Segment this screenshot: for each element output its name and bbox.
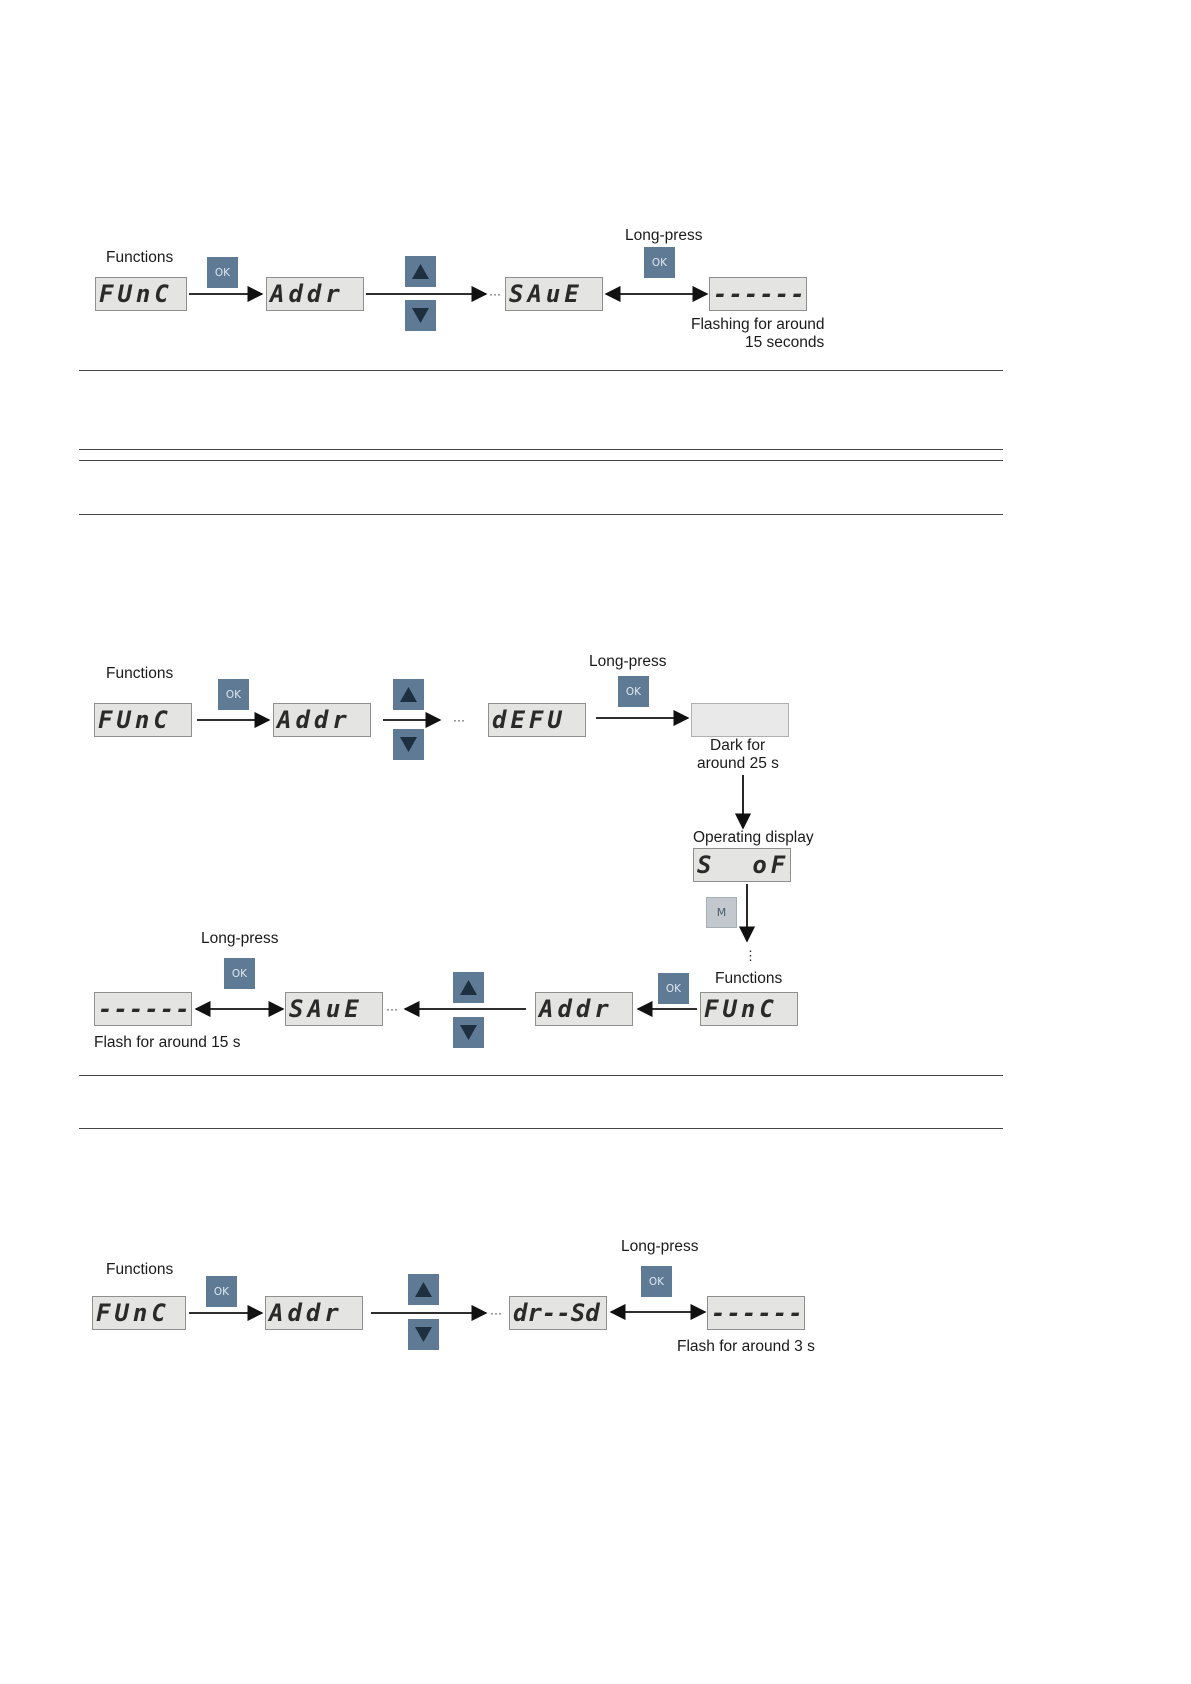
lcd-addr-display: Addr: [266, 277, 364, 311]
ellipsis: ···: [490, 1306, 502, 1320]
long-press-label: Long-press: [589, 653, 667, 670]
functions-label: Functions: [106, 665, 174, 682]
lcd-func-text: FUnC: [704, 995, 778, 1023]
down-button[interactable]: [393, 729, 424, 760]
lcd-dashes-text: ------: [711, 1299, 804, 1327]
down-arrow-icon: [415, 1327, 432, 1342]
lcd-addr-display: Addr: [273, 703, 371, 737]
ok-button-long-press[interactable]: OK: [641, 1266, 672, 1297]
lcd-drsd-display: dr--Sd: [509, 1296, 607, 1330]
lcd-func-text: FUnC: [96, 1299, 170, 1327]
lcd-defu-display: dEFU: [488, 703, 586, 737]
lcd-func-display: FUnC: [95, 277, 187, 311]
lcd-save-text: SAuE: [289, 995, 363, 1023]
down-button[interactable]: [408, 1319, 439, 1350]
operating-display-label: Operating display: [693, 829, 814, 846]
ok-button-long-press[interactable]: OK: [618, 676, 649, 707]
divider: [79, 514, 1003, 515]
lcd-func-display: FUnC: [94, 703, 192, 737]
ok-button-long-press[interactable]: OK: [644, 247, 675, 278]
up-arrow-icon: [460, 980, 477, 995]
lcd-addr-text: Addr: [539, 995, 613, 1023]
ok-button[interactable]: OK: [658, 973, 689, 1004]
down-button[interactable]: [405, 300, 436, 331]
functions-label: Functions: [106, 1261, 174, 1278]
flash-label: Flash for around 3 s: [677, 1338, 815, 1355]
up-button[interactable]: [393, 679, 424, 710]
up-arrow-icon: [412, 264, 429, 279]
ok-button[interactable]: OK: [218, 679, 249, 710]
dark-label-line1: Dark for: [710, 737, 766, 754]
lcd-func-display: FUnC: [92, 1296, 186, 1330]
down-arrow-icon: [412, 308, 429, 323]
divider: [79, 449, 1003, 450]
lcd-dashes-text: ------: [713, 280, 806, 308]
lcd-func-display-bottom: FUnC: [700, 992, 798, 1026]
lcd-save-text: SAuE: [509, 280, 583, 308]
ellipsis: ···: [453, 713, 465, 727]
ok-button[interactable]: OK: [206, 1276, 237, 1307]
lcd-save-display: SAuE: [285, 992, 383, 1026]
long-press-label: Long-press: [201, 930, 279, 947]
lcd-addr-text: Addr: [277, 706, 351, 734]
divider: [79, 1128, 1003, 1129]
divider: [79, 1075, 1003, 1076]
lcd-defu-text: dEFU: [492, 706, 566, 734]
lcd-func-text: FUnC: [98, 706, 172, 734]
flash-label: Flash for around 15 s: [94, 1034, 241, 1051]
ok-button[interactable]: OK: [207, 257, 238, 288]
lcd-addr-text: Addr: [270, 280, 344, 308]
lcd-addr-display-bottom: Addr: [535, 992, 633, 1026]
lcd-func-text: FUnC: [99, 280, 173, 308]
long-press-label: Long-press: [621, 1238, 699, 1255]
ellipsis: ···: [489, 287, 501, 301]
up-button[interactable]: [405, 256, 436, 287]
functions-label: Functions: [106, 249, 174, 266]
lcd-save-display: SAuE: [505, 277, 603, 311]
divider: [79, 370, 1003, 371]
ok-button-long-press[interactable]: OK: [224, 958, 255, 989]
functions-label: Functions: [715, 970, 783, 987]
lcd-dashes-display: ------: [94, 992, 192, 1026]
lcd-drsd-text: dr--Sd: [513, 1299, 600, 1327]
up-arrow-icon: [415, 1282, 432, 1297]
m-button[interactable]: M: [706, 897, 737, 928]
up-button[interactable]: [408, 1274, 439, 1305]
lcd-dashes-display: ------: [707, 1296, 805, 1330]
down-arrow-icon: [400, 737, 417, 752]
long-press-label: Long-press: [625, 227, 703, 244]
lcd-dark-display: [691, 703, 789, 737]
dark-label-line2: around 25 s: [697, 755, 779, 772]
down-button[interactable]: [453, 1017, 484, 1048]
lcd-addr-display: Addr: [265, 1296, 363, 1330]
down-arrow-icon: [460, 1025, 477, 1040]
lcd-dashes-text: ------: [98, 995, 191, 1023]
flashing-label-line2: 15 seconds: [745, 334, 825, 351]
flashing-label-line1: Flashing for around: [691, 316, 825, 333]
divider: [79, 460, 1003, 461]
lcd-soff-display: S oFF: [693, 848, 791, 882]
ellipsis: ···: [386, 1002, 398, 1016]
lcd-addr-text: Addr: [269, 1299, 343, 1327]
vertical-ellipsis: ⋮: [744, 948, 757, 963]
up-button[interactable]: [453, 972, 484, 1003]
up-arrow-icon: [400, 687, 417, 702]
lcd-dashes-display: ------: [709, 277, 807, 311]
lcd-soff-text: S oFF: [697, 851, 790, 879]
